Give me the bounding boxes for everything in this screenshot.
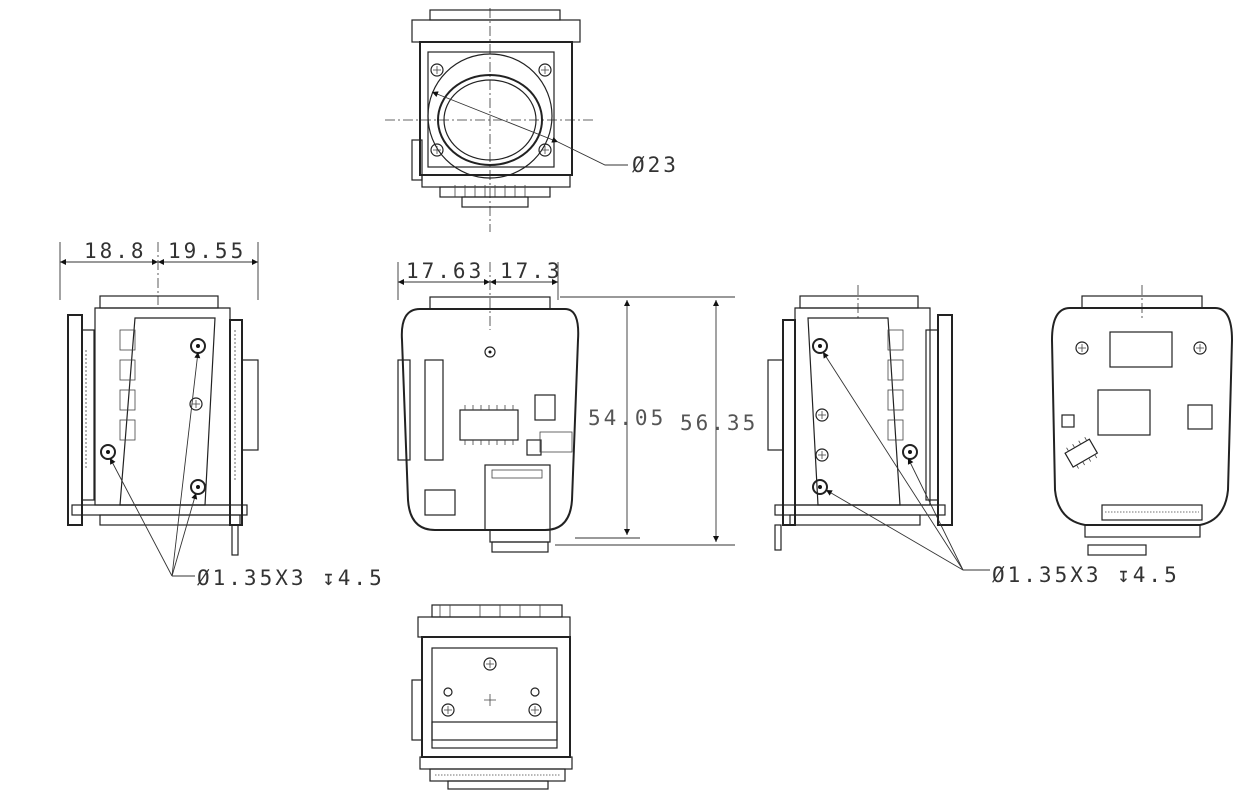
bottom-view	[411, 604, 573, 790]
top-view: Ø23	[385, 8, 679, 232]
height-dim-inner: 54.05	[588, 406, 666, 430]
left-side-view: 18.8 19.55 Ø1.35X3 ↧4.5	[59, 239, 385, 590]
left-width-dim-1: 18.8	[84, 239, 147, 263]
right-side-view: Ø1.35X3 ↧4.5	[767, 285, 1180, 587]
back-view	[1050, 285, 1234, 556]
left-width-dim-2: 19.55	[168, 239, 246, 263]
left-hole-callout: Ø1.35X3 ↧4.5	[197, 566, 385, 590]
front-width-dim-2: 17.3	[500, 259, 563, 283]
right-hole-callout: Ø1.35X3 ↧4.5	[992, 563, 1180, 587]
front-width-dim-1: 17.63	[406, 259, 484, 283]
front-view: 17.63 17.3 54.05 56.35	[397, 259, 758, 553]
lens-diameter-label: Ø23	[632, 153, 679, 177]
height-dim-outer: 56.35	[680, 411, 758, 435]
